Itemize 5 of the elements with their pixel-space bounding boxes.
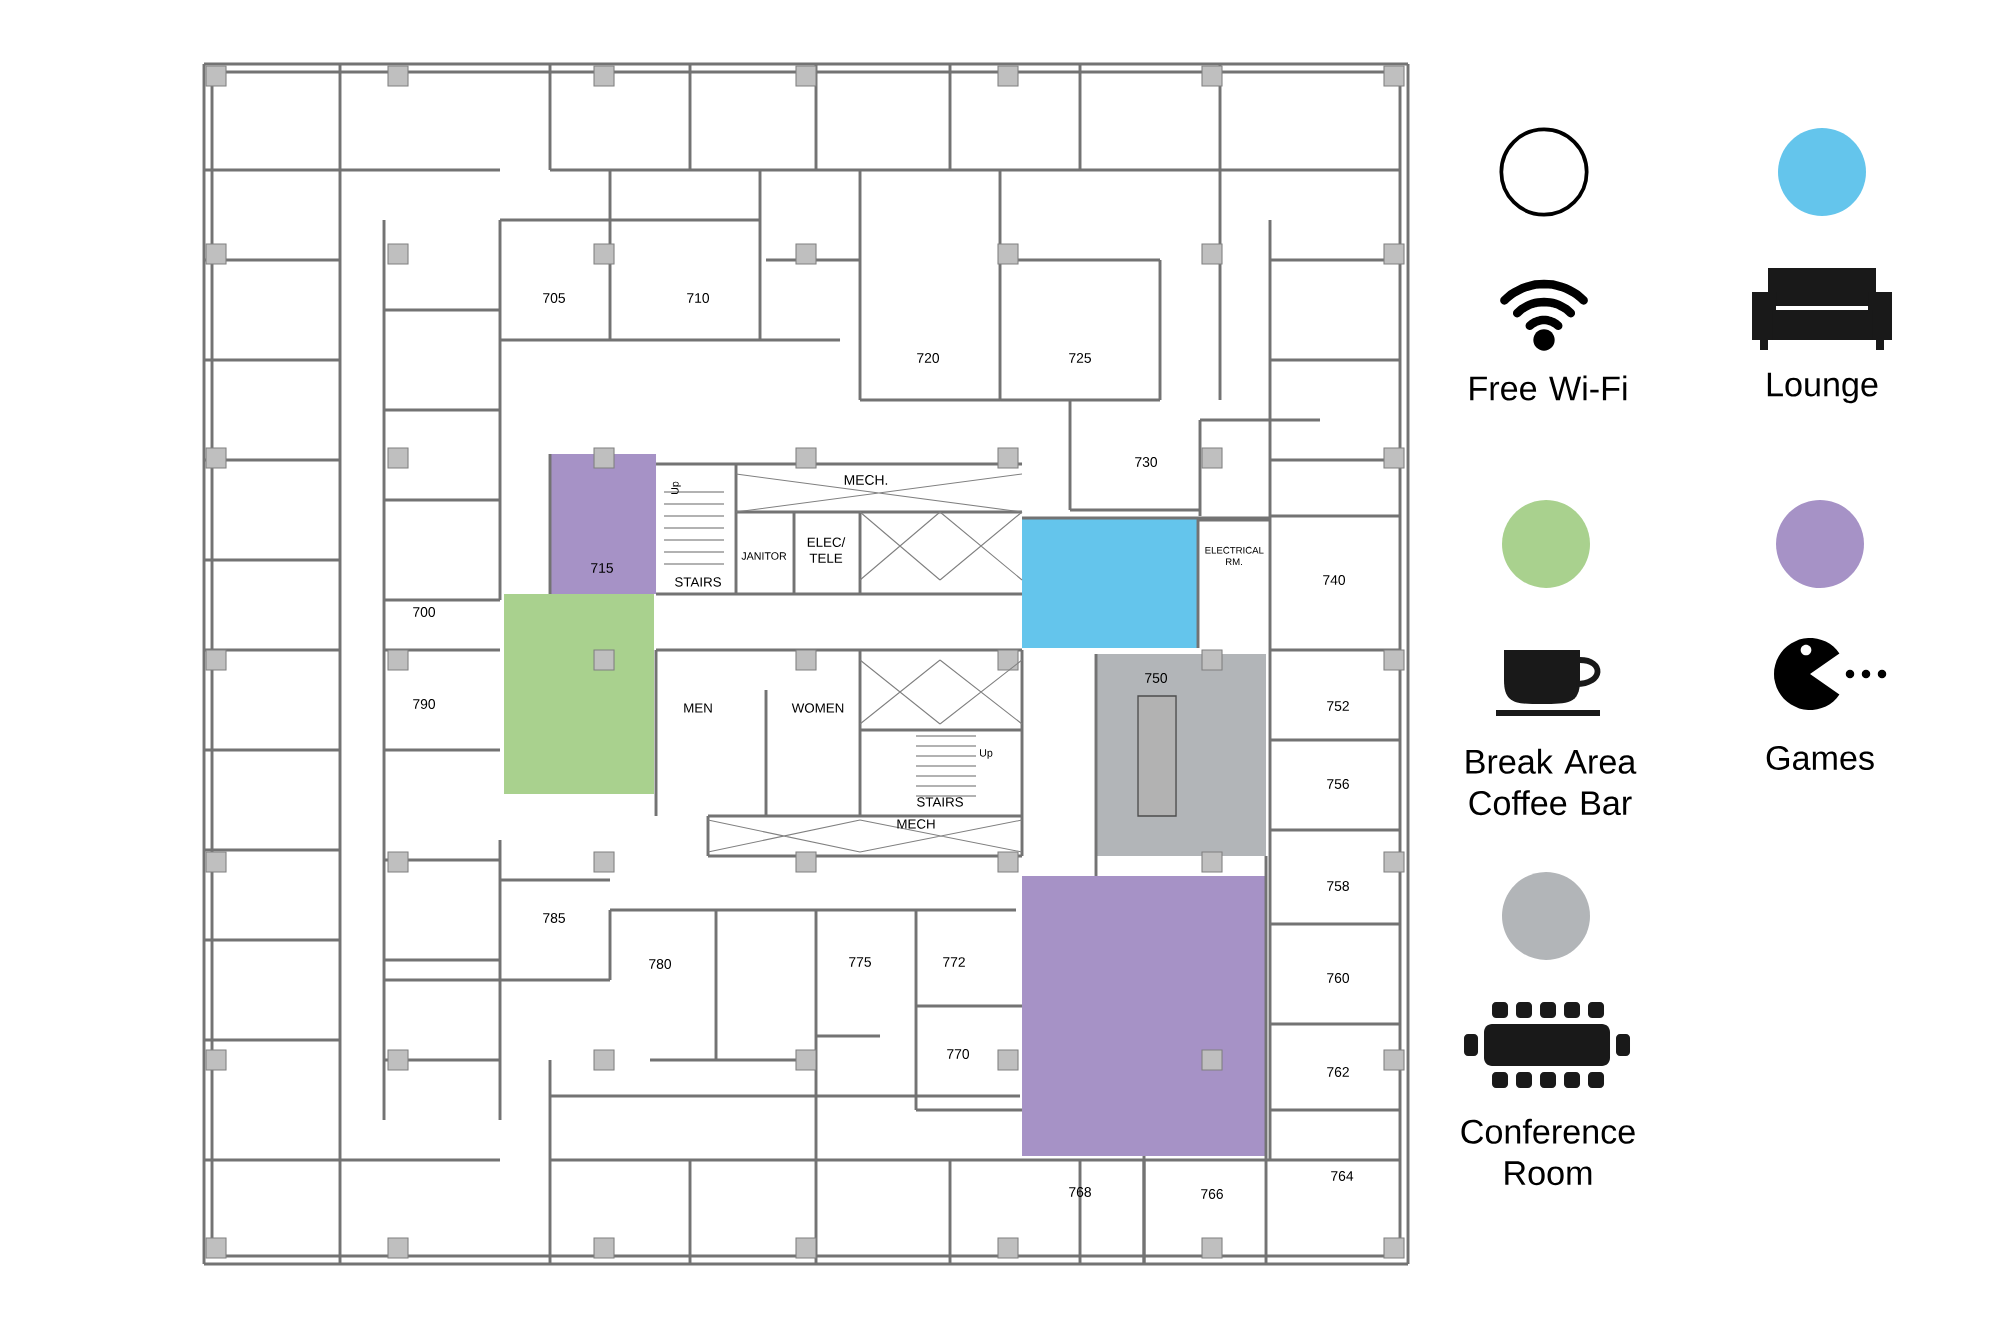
legend-label: Games <box>1766 745 1874 771</box>
legend-label: Lounge <box>1767 372 1878 404</box>
legend-label: Free Wi-Fi <box>1470 375 1627 401</box>
legend-label: Conference Room <box>1461 1118 1635 1186</box>
legend-label: Break Area Coffee Bar <box>1466 748 1637 816</box>
